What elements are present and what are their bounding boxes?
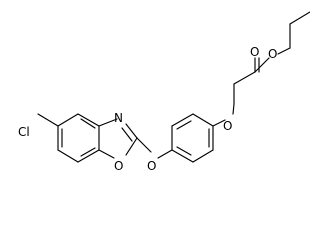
nitrogen-atom-label: N xyxy=(114,111,123,125)
propanoate-chain xyxy=(233,57,270,105)
ethyl-ester xyxy=(277,11,310,55)
oxazole-oxygen-label: O xyxy=(114,159,123,173)
chlorine-atom-label: Cl xyxy=(18,125,30,139)
aryl-ether-link-1 xyxy=(136,137,173,159)
ester-oxygen-label: O xyxy=(268,47,277,61)
ether-oxygen-2-label: O xyxy=(223,119,232,133)
chloro-substituent xyxy=(37,113,59,127)
phenylene-ring xyxy=(171,113,214,163)
molecule-drawing: Cl N O O O O O xyxy=(18,11,310,173)
benzoxazole-benzene-ring xyxy=(57,113,100,163)
structure-canvas: Cl N O O O O O xyxy=(18,11,310,173)
oxazole-ring xyxy=(98,118,138,159)
ether-oxygen-1-label: O xyxy=(147,159,156,173)
carbonyl-oxygen-label: O xyxy=(250,45,259,59)
aryl-ether-link-2 xyxy=(212,103,235,127)
